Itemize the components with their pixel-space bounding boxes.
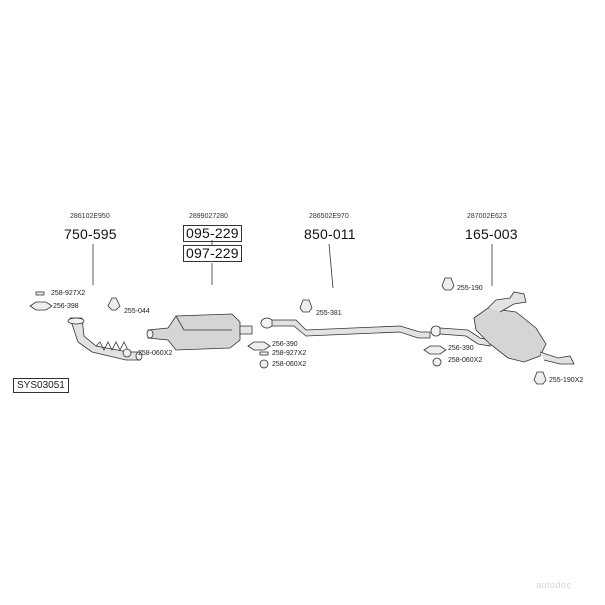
hardware-label[interactable]: 255-190 [457,285,483,292]
gasket-icon [35,291,45,296]
nut-icon-2 [259,359,269,369]
oem-number: 287002E623 [467,213,507,220]
gasket-ring-icon [29,301,53,311]
part-number-link[interactable]: 165-003 [465,226,518,242]
oem-number: 2899027280 [189,213,228,220]
rubber-hanger-icon-4 [533,371,547,385]
hardware-label[interactable]: 256-390 [272,341,298,348]
hardware-label[interactable]: 256-390 [448,345,474,352]
hardware-label[interactable]: 255-044 [124,308,150,315]
rubber-hanger-icon-3 [441,277,455,291]
gasket-ring-icon-3 [423,345,447,355]
front-pipe-part [67,317,143,361]
nut-icon-3 [432,357,442,367]
gasket-ring-icon-2 [247,341,271,351]
system-code-badge: SYS03051 [13,378,69,393]
clamp-icon [259,351,269,356]
part-number-link[interactable]: 095-229 [183,225,242,242]
leader-line-850-011 [328,243,334,289]
rubber-hanger-icon-2 [299,299,313,313]
hardware-label[interactable]: 258-060X2 [448,357,483,364]
middle-pipe-part [260,317,431,339]
catalyst-part [146,313,253,351]
hardware-label[interactable]: 256-398 [53,303,79,310]
hardware-label[interactable]: 258-927X2 [272,350,307,357]
hardware-label[interactable]: 258-060X2 [272,361,307,368]
hardware-label[interactable]: 255-190X2 [549,377,584,384]
part-number-link[interactable]: 850-011 [304,226,356,242]
hardware-label[interactable]: 258-060X2 [138,350,173,357]
hardware-label[interactable]: 258-927X2 [51,290,86,297]
nut-icon [122,348,132,358]
rear-silencer-part [430,291,575,365]
oem-number: 286102E950 [70,213,110,220]
watermark-logo: autodoc [536,580,572,590]
part-number-link[interactable]: 097-229 [183,245,242,262]
part-number-link[interactable]: 750-595 [64,226,117,242]
oem-number: 286502E970 [309,213,349,220]
hardware-label[interactable]: 255-381 [316,310,342,317]
rubber-hanger-icon [107,297,121,311]
